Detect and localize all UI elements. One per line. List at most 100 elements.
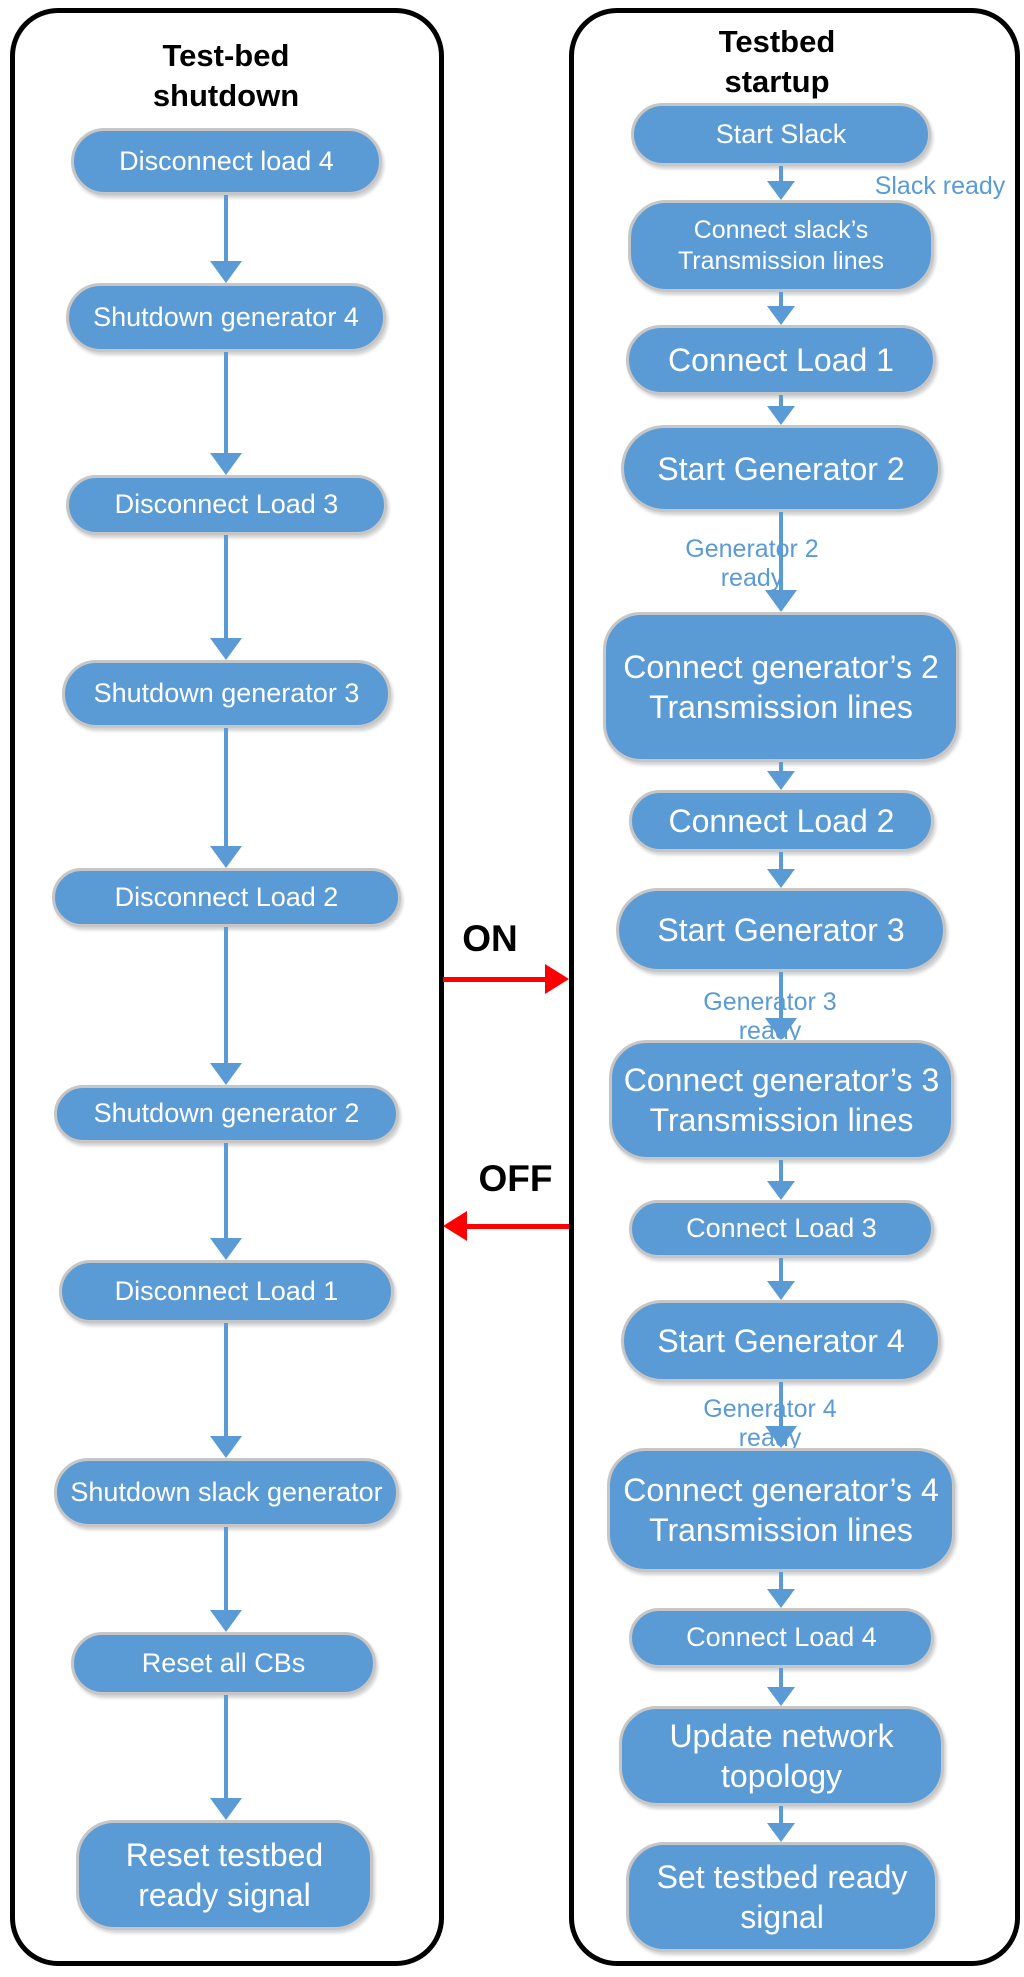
- arrow-line: [779, 1572, 783, 1589]
- flow-arrow-down: [765, 166, 797, 200]
- arrow-down-icon: [767, 1687, 795, 1706]
- flow-node-label: Disconnect Load 3: [114, 489, 339, 520]
- flow-node: Set testbed ready signal: [626, 1842, 938, 1952]
- flow-node-label: Connect Load 3: [686, 1213, 877, 1244]
- flow-arrow-down: [210, 352, 242, 475]
- transition-on-arrow: [443, 964, 569, 994]
- flow-node: Connect slack’s Transmission lines: [628, 200, 934, 292]
- arrow-line: [224, 1323, 228, 1436]
- arrow-line: [779, 395, 783, 406]
- arrow-left-icon: [443, 1211, 467, 1241]
- flow-node: Start Generator 3: [616, 888, 946, 972]
- flow-arrow-down: [765, 972, 797, 1040]
- flow-node: Disconnect Load 1: [59, 1260, 394, 1323]
- flow-node-label: Reset all CBs: [141, 1647, 306, 1678]
- flow-arrow-down: [210, 1143, 242, 1260]
- flow-node: Connect Load 2: [629, 790, 934, 852]
- flow-node-label: Connect Load 1: [668, 342, 894, 378]
- flow-arrow-down: [765, 1668, 797, 1706]
- ready-label: Generator 3 ready: [703, 988, 837, 1045]
- flow-node-label: Connect Load 2: [668, 803, 895, 839]
- flow-node-label: Connect generator’s 3 Transmission lines: [623, 1062, 940, 1138]
- arrow-down-icon: [767, 771, 795, 790]
- flow-node: Reset all CBs: [71, 1632, 376, 1695]
- arrow-down-icon: [767, 1181, 795, 1200]
- flow-node: Connect generator’s 2 Transmission lines: [603, 612, 959, 762]
- flow-node: Start Generator 4: [621, 1300, 941, 1382]
- arrow-down-icon: [210, 1436, 242, 1458]
- flow-node: Shutdown generator 4: [66, 283, 386, 352]
- flow-node: Start Generator 2: [621, 425, 941, 512]
- arrow-down-icon: [210, 261, 242, 283]
- flow-node-label: Start Generator 2: [657, 450, 905, 487]
- flow-arrow-down: [765, 1160, 797, 1200]
- arrow-down-icon: [767, 1281, 795, 1300]
- flow-arrow-down: [765, 512, 797, 612]
- flow-node: Start Slack: [631, 103, 931, 166]
- flow-arrow-down: [210, 1323, 242, 1458]
- arrow-line: [224, 927, 228, 1063]
- flow-node-label: Disconnect Load 1: [114, 1275, 339, 1306]
- flow-node-label: Set testbed ready signal: [656, 1859, 908, 1935]
- flow-arrow-down: [765, 1572, 797, 1608]
- arrow-line: [779, 166, 783, 181]
- arrow-line: [779, 292, 783, 306]
- flow-node-label: Start Generator 3: [657, 912, 905, 948]
- arrow-down-icon: [765, 1018, 797, 1040]
- flow-node: Disconnect Load 3: [66, 475, 387, 535]
- flow-node-label: Start Slack: [715, 118, 847, 149]
- arrow-line: [224, 195, 228, 261]
- ready-label: Generator 4 ready: [703, 1395, 837, 1452]
- arrow-line: [224, 1695, 228, 1798]
- flow-node: Shutdown generator 3: [62, 660, 391, 728]
- flow-arrow-down: [210, 927, 242, 1085]
- flow-node-label: Connect generator’s 2 Transmission lines: [623, 649, 939, 725]
- arrow-line: [224, 728, 228, 846]
- flow-node: Shutdown generator 2: [54, 1085, 399, 1143]
- arrow-line: [224, 1527, 228, 1610]
- arrow-line: [443, 977, 545, 982]
- flow-node-label: Shutdown generator 4: [93, 301, 359, 332]
- transition-off-arrow: [443, 1211, 569, 1241]
- flow-node-label: Disconnect load 4: [119, 145, 334, 176]
- arrow-down-icon: [765, 590, 797, 612]
- flow-node-label: Disconnect Load 2: [114, 881, 339, 912]
- flow-node: Reset testbed ready signal: [76, 1820, 373, 1930]
- flow-node: Shutdown slack generator: [54, 1458, 399, 1527]
- flow-arrow-down: [765, 852, 797, 888]
- arrow-down-icon: [767, 406, 795, 425]
- arrow-line: [779, 1258, 783, 1281]
- arrow-down-icon: [210, 1063, 242, 1085]
- arrow-line: [779, 852, 783, 869]
- flow-arrow-down: [765, 1258, 797, 1300]
- flow-node: Connect generator’s 3 Transmission lines: [609, 1040, 954, 1160]
- arrow-down-icon: [765, 1426, 797, 1448]
- arrow-down-icon: [210, 638, 242, 660]
- flow-arrow-down: [765, 762, 797, 790]
- flow-node-label: Shutdown generator 2: [93, 1098, 360, 1129]
- arrow-down-icon: [210, 846, 242, 868]
- arrow-line: [779, 762, 783, 771]
- ready-label: Slack ready: [874, 172, 1006, 200]
- arrow-line: [224, 535, 228, 638]
- flow-node: Update network topology: [619, 1706, 944, 1806]
- flow-node: Disconnect load 4: [71, 128, 382, 195]
- arrow-down-icon: [767, 181, 795, 200]
- arrow-down-icon: [767, 1589, 795, 1608]
- flow-node-label: Update network topology: [669, 1718, 894, 1794]
- flow-node-label: Reset testbed ready signal: [125, 1837, 324, 1913]
- shutdown-panel-title: Test-bed shutdown: [152, 38, 300, 113]
- arrow-line: [779, 1160, 783, 1181]
- flow-arrow-down: [210, 535, 242, 660]
- flow-node-label: Connect slack’s Transmission lines: [677, 215, 885, 275]
- flow-node: Connect generator’s 4 Transmission lines: [607, 1448, 955, 1572]
- arrow-down-icon: [767, 1823, 795, 1842]
- flow-arrow-down: [765, 1806, 797, 1842]
- flow-node-label: Shutdown generator 3: [93, 678, 360, 709]
- arrow-line: [779, 1668, 783, 1687]
- ready-label: Generator 2 ready: [685, 535, 819, 592]
- arrow-down-icon: [210, 1238, 242, 1260]
- arrow-down-icon: [767, 306, 795, 325]
- arrow-line: [779, 972, 783, 1018]
